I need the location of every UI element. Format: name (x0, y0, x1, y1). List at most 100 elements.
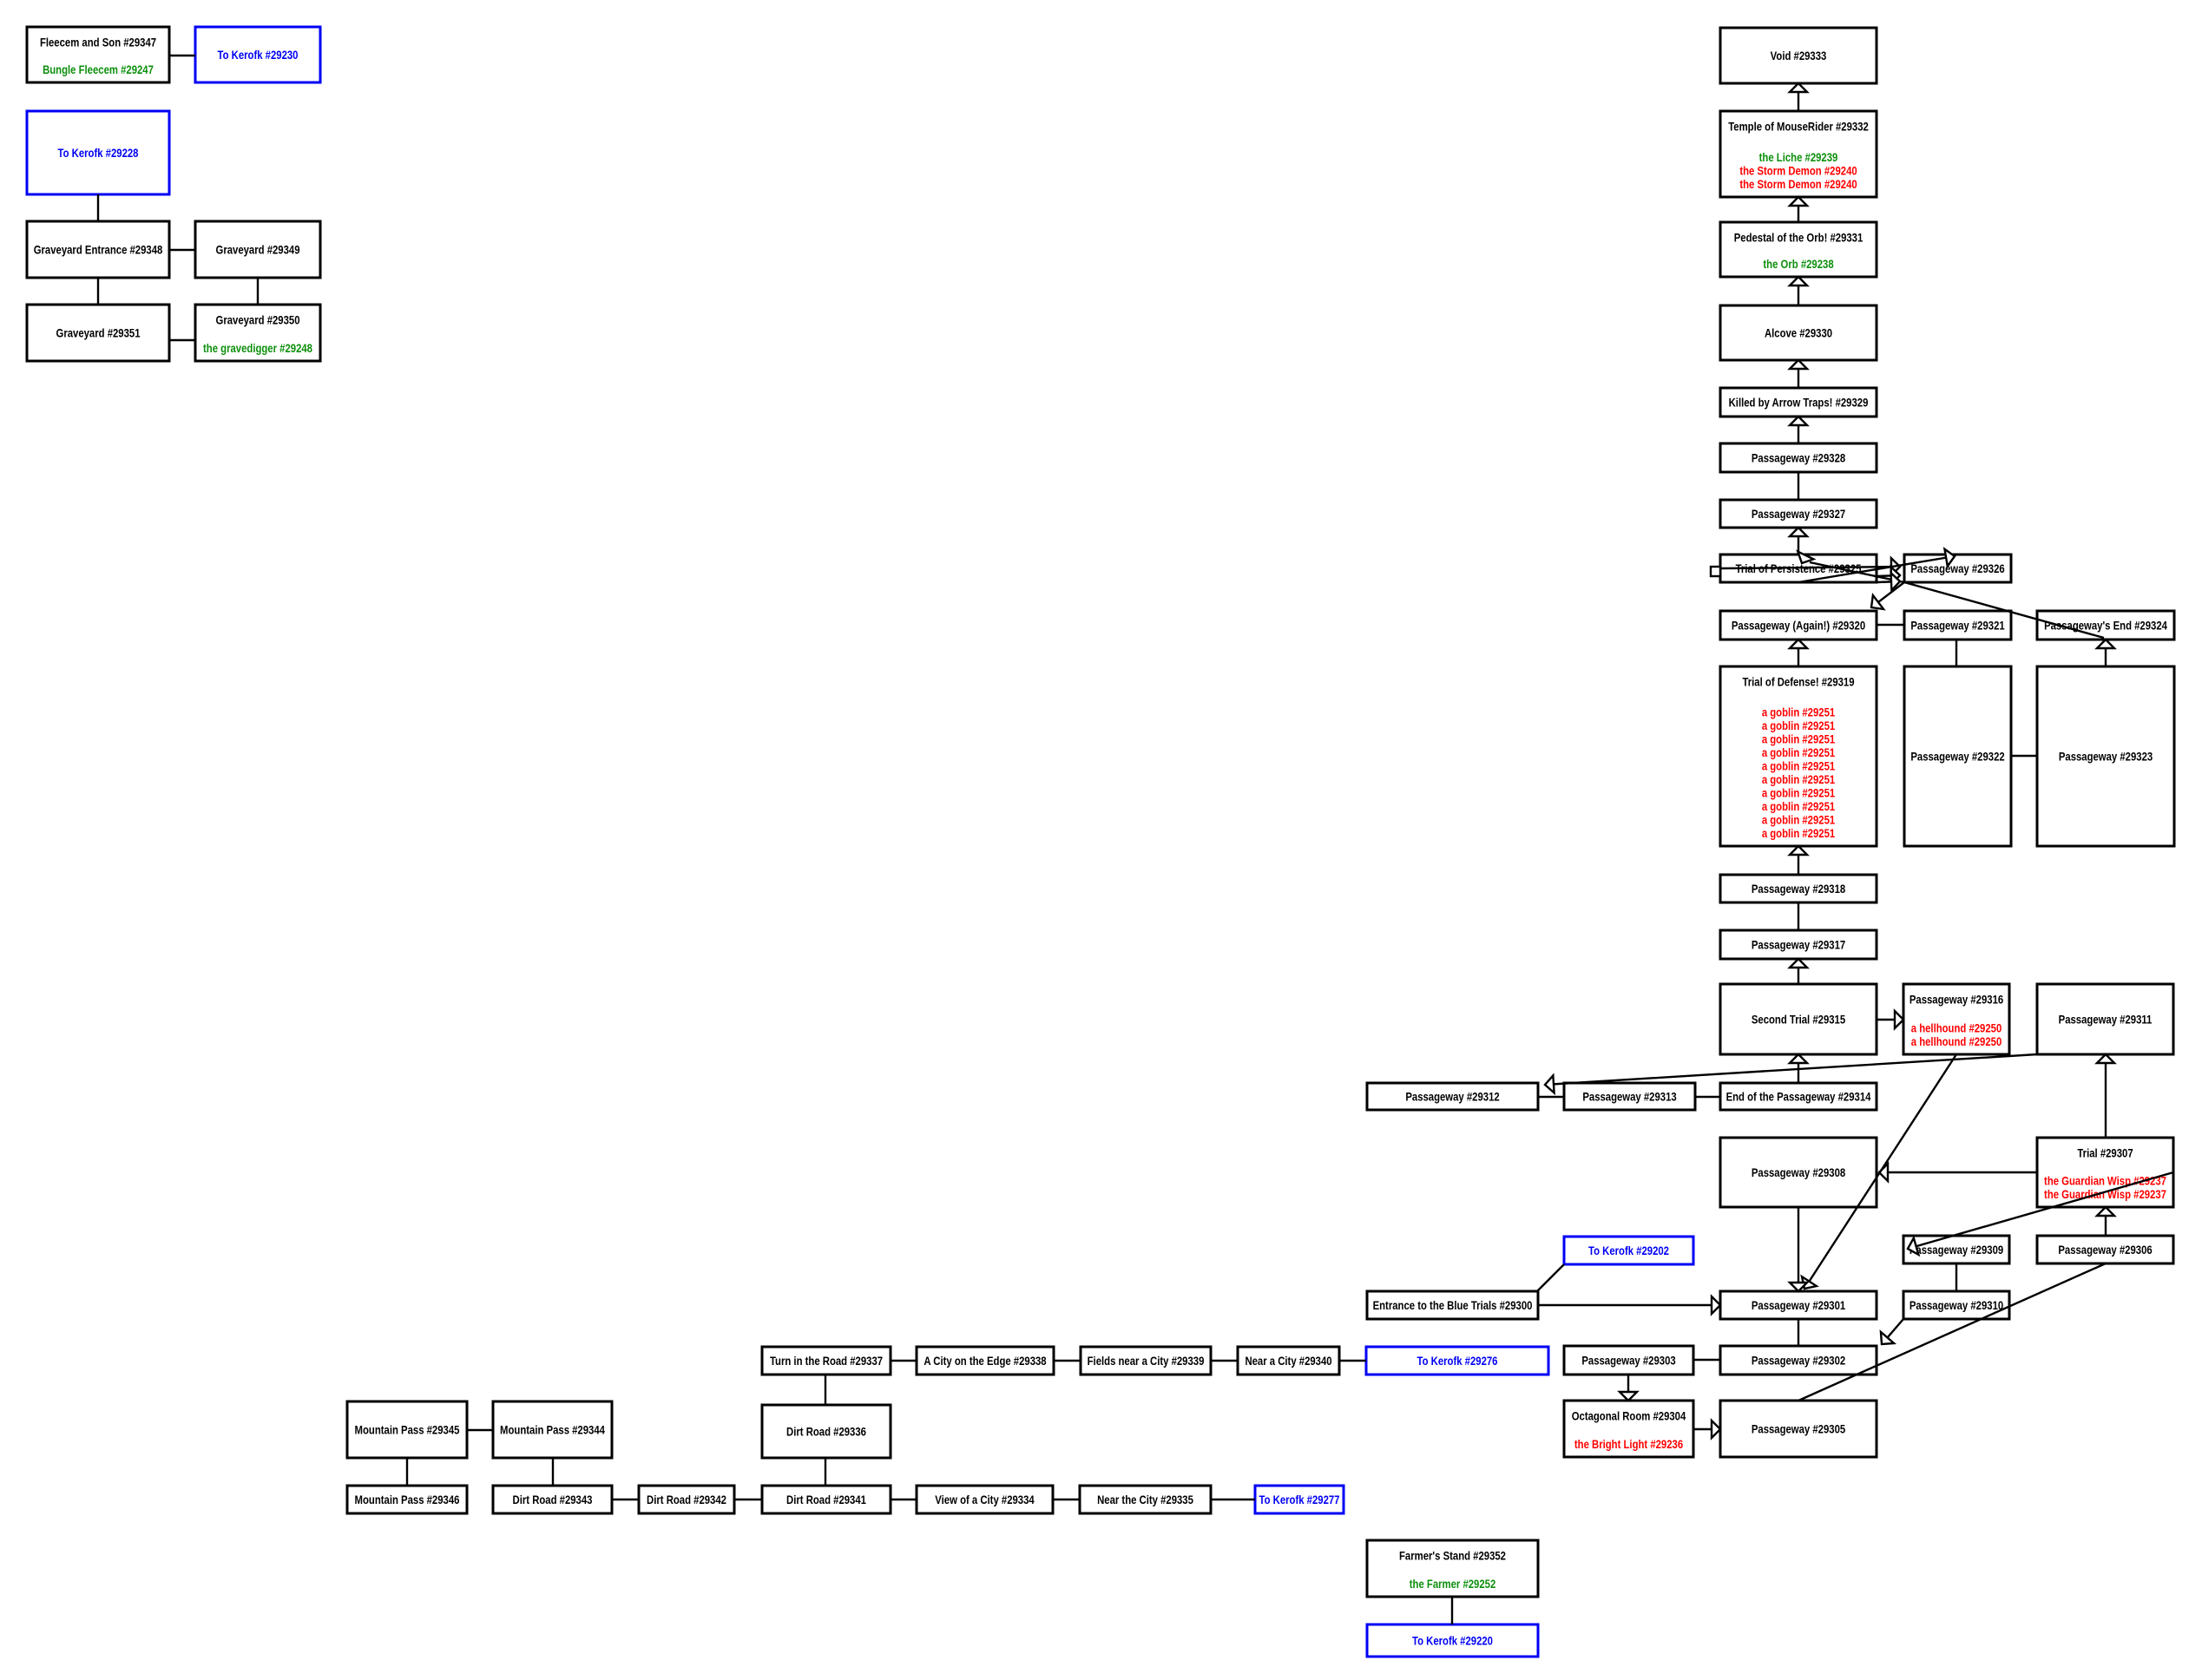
room-title: Alcove #29330 (1765, 326, 1832, 339)
room-node-29323[interactable]: Passageway #29323 (2035, 665, 2176, 848)
room-node-29311[interactable]: Passageway #29311 (2035, 982, 2175, 1056)
room-node-29348[interactable]: Graveyard Entrance #29348 (25, 220, 171, 279)
room-node-29303[interactable]: Passageway #29303 (1562, 1344, 1695, 1376)
room-title: Graveyard #29350 (215, 313, 299, 326)
room-title: To Kerofk #29230 (218, 49, 299, 62)
edge-29331-29332 (1787, 195, 1810, 222)
room-node-29315[interactable]: Second Trial #29315 (1719, 982, 1878, 1056)
exit-node-29230[interactable]: To Kerofk #29230 (194, 25, 322, 84)
room-node-29335[interactable]: Near the City #29335 (1078, 1484, 1213, 1515)
room-node-29344[interactable]: Mountain Pass #29344 (491, 1400, 614, 1460)
room-title: Passageway #29313 (1582, 1090, 1676, 1103)
room-node-29336[interactable]: Dirt Road #29336 (760, 1403, 892, 1460)
room-node-29306[interactable]: Passageway #29306 (2035, 1234, 2175, 1265)
room-title: Entrance to the Blue Trials #29300 (1373, 1299, 1533, 1312)
room-node-29349[interactable]: Graveyard #29349 (194, 220, 322, 279)
exit-node-29202[interactable]: To Kerofk #29202 (1562, 1235, 1695, 1266)
room-title: Near the City #29335 (1097, 1493, 1193, 1506)
edge-line (1544, 1053, 2038, 1086)
room-box (1562, 1344, 1695, 1376)
room-node-29324[interactable]: Passageway's End #29324 (2035, 609, 2176, 641)
room-node-29317[interactable]: Passageway #29317 (1719, 929, 1878, 961)
room-node-29329[interactable]: Killed by Arrow Traps! #29329 (1719, 386, 1878, 418)
room-node-29320[interactable]: Passageway (Again!) #29320 (1719, 609, 1878, 641)
arrowhead (1787, 358, 1810, 371)
room-node-29314[interactable]: End of the Passageway #29314 (1719, 1081, 1878, 1112)
exit-node-29220[interactable]: To Kerofk #29220 (1365, 1623, 1540, 1658)
room-node-29308[interactable]: Passageway #29308 (1719, 1136, 1878, 1209)
room-node-29313[interactable]: Passageway #29313 (1562, 1081, 1697, 1112)
room-node-29338[interactable]: A City on the Edge #29338 (915, 1345, 1055, 1376)
room-node-29334[interactable]: View of a City #29334 (915, 1484, 1055, 1515)
arrowhead (1879, 1329, 1897, 1346)
room-node-29305[interactable]: Passageway #29305 (1719, 1399, 1878, 1459)
room-node-29333[interactable]: Void #29333 (1719, 26, 1878, 85)
edge-29311-29312 (1543, 1053, 2038, 1096)
edge-29202-29300 (1536, 1263, 1565, 1292)
room-title: Passageway #29328 (1752, 451, 1845, 464)
room-node-29345[interactable]: Mountain Pass #29345 (345, 1400, 469, 1460)
room-node-29321[interactable]: Passageway #29321 (1903, 609, 2013, 641)
room-title: Temple of MouseRider #29332 (1728, 120, 1869, 133)
room-node-29343[interactable]: Dirt Road #29343 (491, 1484, 614, 1515)
arrowhead (1906, 1235, 1921, 1257)
npc-label: the gravedigger #29248 (203, 342, 312, 355)
room-title: Near a City #29340 (1245, 1355, 1331, 1368)
room-node-29322[interactable]: Passageway #29322 (1903, 665, 2013, 848)
room-box (25, 25, 171, 84)
room-node-29318[interactable]: Passageway #29318 (1719, 873, 1878, 904)
edge-29326-29324 (1903, 581, 2105, 640)
room-node-29339[interactable]: Fields near a City #29339 (1079, 1345, 1213, 1376)
npc-label: a goblin #29251 (1762, 813, 1835, 826)
room-title: A City on the Edge #29338 (924, 1355, 1046, 1368)
edge-29332-29333 (1787, 82, 1810, 111)
room-node-29328[interactable]: Passageway #29328 (1719, 442, 1878, 474)
room-title: Dirt Road #29341 (786, 1493, 866, 1506)
room-title: Passageway #29327 (1752, 508, 1845, 521)
room-node-29301[interactable]: Passageway #29301 (1719, 1290, 1878, 1321)
arrowhead (2094, 1053, 2117, 1065)
edge-29325-29326 (1876, 570, 1902, 594)
arrowhead (1617, 1390, 1640, 1402)
edge-29307-29311 (2094, 1053, 2117, 1138)
room-title: Pedestal of the Orb! #29331 (1734, 231, 1863, 244)
room-node-29302[interactable]: Passageway #29302 (1719, 1344, 1878, 1376)
exit-node-29276[interactable]: To Kerofk #29276 (1364, 1345, 1550, 1376)
room-node-29340[interactable]: Near a City #29340 (1236, 1345, 1341, 1376)
room-title: Second Trial #29315 (1752, 1013, 1845, 1026)
exit-node-29228[interactable]: To Kerofk #29228 (25, 109, 171, 196)
edge-29310-29302 (1879, 1318, 1904, 1346)
room-node-29351[interactable]: Graveyard #29351 (25, 303, 171, 363)
room-node-29310[interactable]: Passageway #29310 (1902, 1290, 2011, 1321)
arrowhead (1870, 592, 1886, 611)
room-node-29326[interactable]: Passageway #29326 (1903, 553, 2013, 584)
room-node-29342[interactable]: Dirt Road #29342 (637, 1484, 736, 1515)
room-node-29312[interactable]: Passageway #29312 (1365, 1081, 1540, 1112)
room-node-29327[interactable]: Passageway #29327 (1719, 498, 1878, 529)
room-node-29300[interactable]: Entrance to the Blue Trials #29300 (1365, 1290, 1540, 1321)
room-node-29309[interactable]: Passageway #29309 (1902, 1234, 2011, 1265)
room-box (2035, 982, 2175, 1056)
edge-29307-29308 (1877, 1161, 2037, 1184)
room-title: Farmer's Stand #29352 (1399, 1549, 1506, 1562)
exit-node-29277[interactable]: To Kerofk #29277 (1253, 1484, 1345, 1515)
room-node-29350[interactable]: Graveyard #29350 the gravedigger #29248 (194, 303, 322, 363)
room-box (1719, 1344, 1878, 1376)
room-node-29341[interactable]: Dirt Road #29341 (760, 1484, 892, 1515)
room-title: Fields near a City #29339 (1088, 1355, 1205, 1368)
room-node-29346[interactable]: Mountain Pass #29346 (345, 1484, 469, 1515)
arrowhead (1893, 1008, 1905, 1031)
room-title: Passageway #29323 (2059, 750, 2153, 763)
room-node-29330[interactable]: Alcove #29330 (1719, 304, 1878, 362)
room-node-29337[interactable]: Turn in the Road #29337 (760, 1345, 892, 1376)
arrowhead (1787, 844, 1810, 856)
edge-29326-29320 (1870, 581, 1905, 611)
